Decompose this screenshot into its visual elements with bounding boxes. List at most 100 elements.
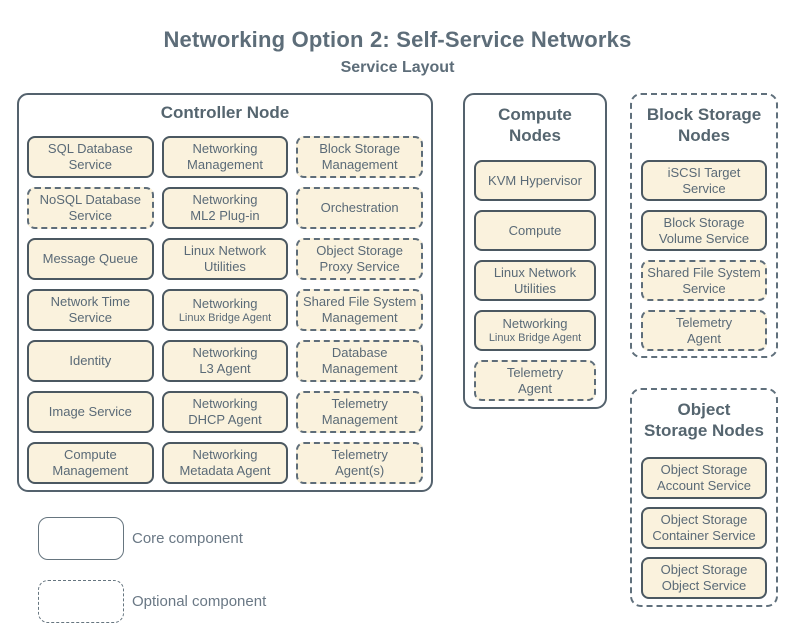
- service-label-line: Account Service: [657, 478, 751, 493]
- service-label-line: Management: [321, 361, 398, 376]
- service-label-line: Management: [321, 412, 398, 427]
- service-label-line: L3 Agent: [199, 361, 251, 376]
- service-label-line: Proxy Service: [319, 259, 400, 274]
- service-kvm-hypervisor: KVM Hypervisor: [474, 160, 596, 201]
- panel-title-line: Block Storage: [646, 105, 762, 124]
- service-label-line: Service: [682, 180, 726, 196]
- service-label-line: Service: [68, 208, 112, 223]
- service-label-line: Telemetry: [506, 364, 564, 380]
- panel-title-line: Nodes: [509, 126, 561, 145]
- service-label-line: Networking: [192, 345, 258, 360]
- service-label-line: Database: [331, 345, 388, 360]
- panel-title-line: Controller Node: [160, 103, 290, 122]
- service-label-line: Image Service: [48, 404, 132, 419]
- service-label-line: Orchestration: [320, 200, 399, 215]
- service-label-line: Object Storage: [660, 462, 748, 477]
- service-label-line: Networking: [192, 295, 258, 311]
- panel-title-line: Object: [677, 400, 731, 419]
- service-label-line: Networking: [192, 447, 258, 462]
- core-component-label: Core component: [132, 530, 243, 547]
- service-label-line: Utilities: [514, 280, 556, 296]
- diagram-title: Networking Option 2: Self-Service Networ…: [163, 27, 632, 52]
- service-label-line: Volume Service: [658, 230, 750, 246]
- core-component-swatch: [38, 517, 124, 560]
- service-label-line: Agent: [687, 330, 721, 346]
- service-message-queue: Message Queue: [27, 238, 154, 280]
- service-label-line: Object Storage: [316, 243, 404, 258]
- service-label-line: SQL Database: [47, 141, 133, 156]
- service-orchestration: Orchestration: [296, 187, 423, 229]
- service-compute: Compute: [474, 210, 596, 251]
- service-label-line: Networking: [502, 316, 568, 331]
- service-label-line: Object Storage: [660, 512, 748, 527]
- service-sublabel-line: Linux Bridge Agent: [178, 311, 272, 324]
- service-label-line: Management: [187, 157, 263, 172]
- service-label-line: Utilities: [204, 259, 246, 274]
- service-label-line: Compute: [63, 447, 117, 462]
- service-label-line: Telemetry: [675, 314, 733, 330]
- panel-title-line: Storage Nodes: [644, 421, 764, 440]
- service-label-line: Shared File System: [647, 264, 761, 280]
- service-label-line: Service: [68, 310, 112, 325]
- service-label-line: Shared File System: [302, 294, 417, 309]
- diagram-subtitle: Service Layout: [340, 59, 455, 76]
- service-label-line: NoSQL Database: [39, 192, 142, 207]
- service-label-line: Message Queue: [42, 251, 139, 266]
- service-label-line: iSCSI Target: [667, 164, 741, 180]
- optional-component-label: Optional component: [132, 593, 267, 610]
- service-label-line: Networking: [192, 141, 258, 156]
- service-label-line: Compute: [508, 222, 562, 238]
- service-label-line: KVM Hypervisor: [488, 172, 582, 188]
- service-label-line: Linux Network: [493, 264, 577, 280]
- service-label-line: Block Storage: [319, 141, 401, 156]
- service-label-line: Management: [52, 463, 129, 478]
- service-label-line: Metadata Agent: [179, 463, 271, 478]
- service-label-line: Object Storage: [660, 562, 748, 577]
- service-label-line: Telemetry: [331, 396, 388, 411]
- service-label-line: Telemetry: [331, 447, 388, 462]
- service-label-line: Object Service: [661, 578, 747, 593]
- service-label-line: Container Service: [652, 528, 756, 543]
- panel-title-line: Compute: [498, 105, 572, 124]
- service-sublabel-line: Linux Bridge Agent: [488, 332, 582, 344]
- service-label-line: Agent(s): [335, 463, 385, 478]
- service-label-line: Network Time: [50, 294, 131, 309]
- panel-title-line: Nodes: [678, 126, 730, 145]
- service-label-line: Linux Network: [183, 243, 267, 258]
- service-label-line: Agent: [518, 380, 552, 396]
- optional-component-swatch: [38, 580, 124, 623]
